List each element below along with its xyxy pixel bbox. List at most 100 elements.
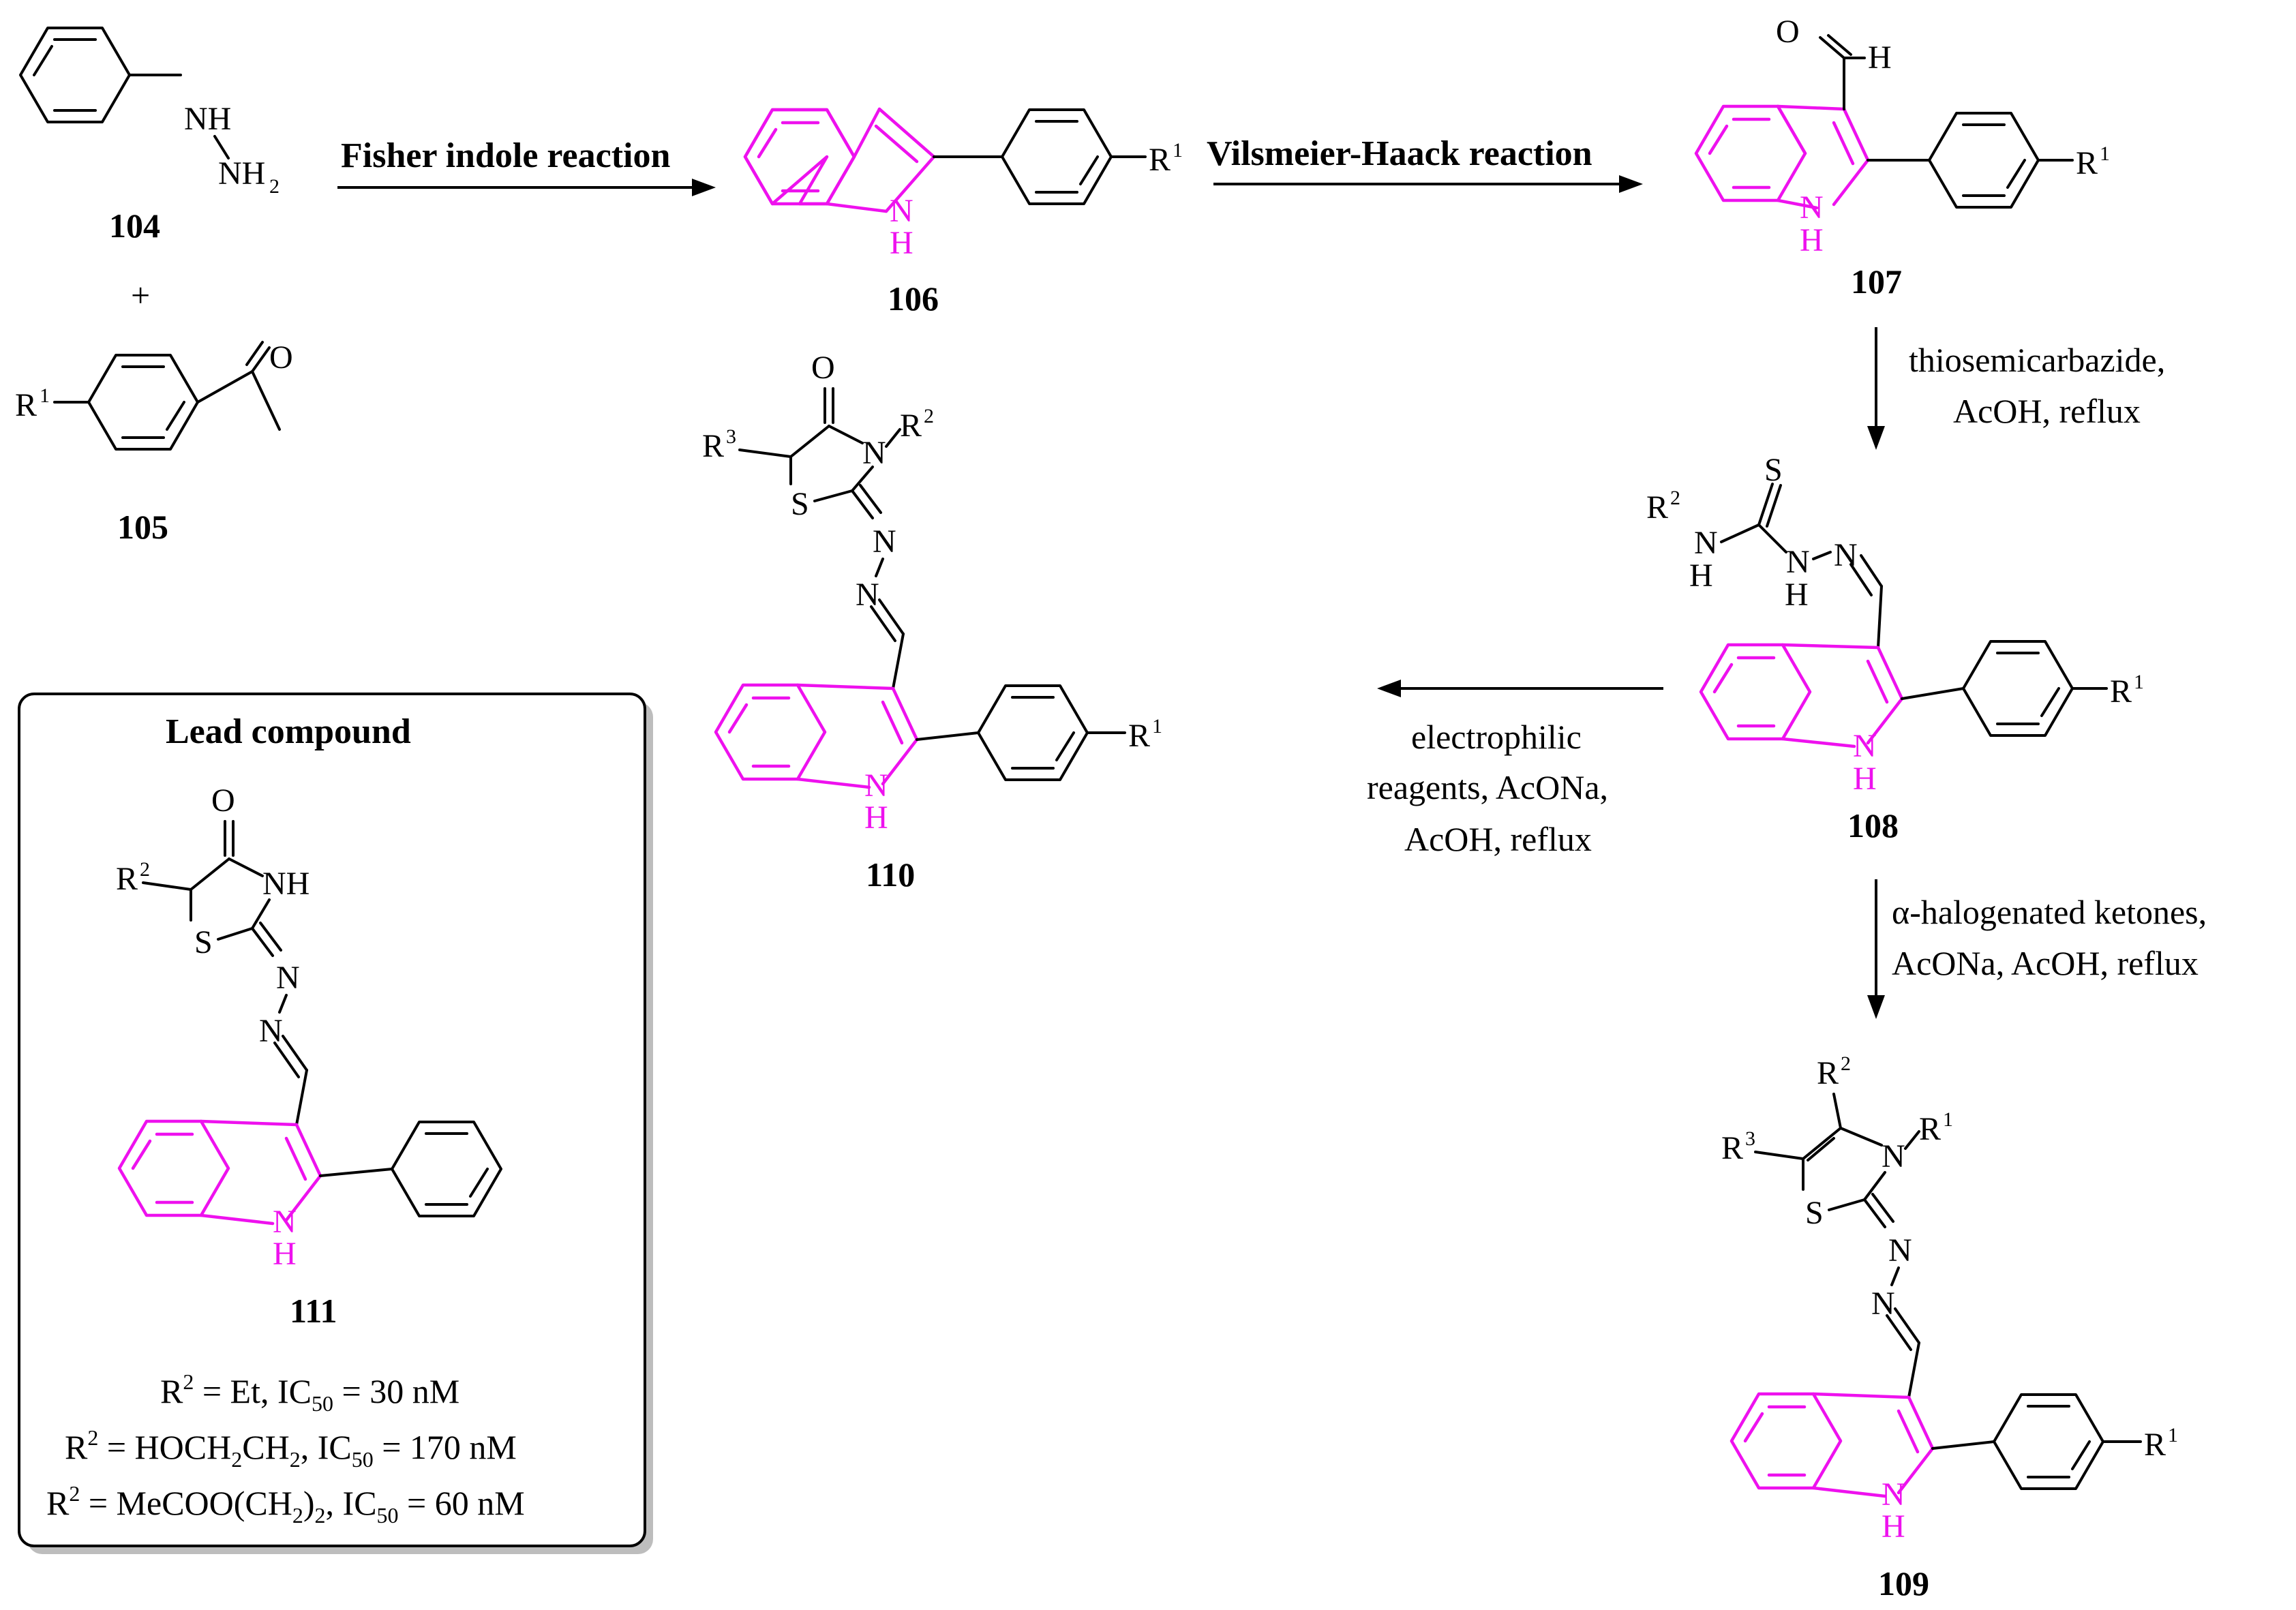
nh-indole-n-108: N [1853, 728, 1877, 764]
r2-label-111: R [116, 861, 138, 897]
n-label-108a: N [1694, 525, 1718, 561]
compound-109: R 2 N R 1 R 3 S N N N H [1721, 1052, 2178, 1603]
nh-indole-n: N [890, 193, 913, 229]
compound-label-106: 106 [888, 279, 939, 318]
compound-label-110: 110 [866, 855, 915, 894]
vilsmeier-label: Vilsmeier-Haack reaction [1207, 134, 1592, 173]
alpha-line2: AcONa, AcOH, reflux [1892, 944, 2199, 982]
n-label-109c: N [1871, 1286, 1895, 1322]
r1-sup-109a: 1 [1943, 1108, 1953, 1131]
nh-indole-h-109: H [1882, 1508, 1905, 1545]
r1-sup-106: 1 [1173, 139, 1183, 162]
s-label-110: S [791, 486, 809, 522]
n-label-109: N [1882, 1138, 1905, 1174]
nh-indole-h-108: H [1853, 761, 1877, 797]
r2-sup-109: 2 [1841, 1052, 1851, 1075]
electro-line3: AcOH, reflux [1404, 820, 1592, 858]
s-label-108: S [1764, 452, 1783, 488]
r1-label-107: R [2076, 145, 2098, 181]
compound-label-111: 111 [290, 1292, 337, 1330]
arrow-electrophilic: electrophilic reagents, AcONa, AcOH, ref… [1367, 680, 1663, 858]
r1-superscript: 1 [40, 384, 50, 407]
r2-label-109: R [1817, 1055, 1839, 1091]
r3-label-109: R [1721, 1130, 1743, 1166]
r3-sup-109: 3 [1745, 1127, 1755, 1150]
compound-label-107: 107 [1851, 262, 1902, 301]
r2-label-108: R [1646, 489, 1668, 526]
r1-sup-107: 1 [2100, 142, 2110, 165]
n-label-111b: N [276, 960, 300, 996]
compound-108: R 2 N H S N H N N H R 1 108 [1646, 452, 2144, 845]
thio-line2: AcOH, reflux [1953, 392, 2141, 430]
nh-indole-h: H [890, 225, 913, 261]
r2-sup-110: 2 [924, 405, 934, 427]
n-label-110b: N [873, 523, 896, 560]
compound-105: O R 1 105 [15, 339, 293, 546]
r1-sup-108: 1 [2134, 671, 2144, 693]
nh-indole-n-110: N [864, 768, 888, 804]
compound-label-105: 105 [117, 508, 168, 546]
nh-indole-n-111: N [273, 1204, 297, 1240]
compound-111: O NH R 2 S N N N H 111 [116, 783, 502, 1330]
arrow-alpha-halogenated: α-halogenated ketones, AcONa, AcOH, refl… [1867, 879, 2207, 1019]
h-label-108b: H [1785, 577, 1809, 613]
electro-line2: reagents, AcONa, [1367, 768, 1608, 806]
lead-box-title: Lead compound [166, 712, 411, 751]
o-label-110: O [811, 350, 835, 386]
oxygen-label: O [269, 339, 293, 376]
r1-sup-109b: 1 [2168, 1424, 2178, 1446]
r1-label-109b: R [2144, 1427, 2166, 1463]
r1-label: R [15, 387, 37, 423]
n-label-110c: N [856, 577, 879, 613]
thio-line1: thiosemicarbazide, [1909, 341, 2165, 379]
n-label-109b: N [1888, 1232, 1912, 1269]
oxygen-label-107: O [1776, 14, 1800, 50]
r1-label-110: R [1128, 718, 1150, 754]
compound-110: O N R 2 R 3 S N N N H [702, 350, 1162, 894]
s-label-111: S [194, 924, 213, 960]
h-label-108a: H [1689, 558, 1713, 594]
nh-indole-h-110: H [864, 800, 888, 836]
alpha-line1: α-halogenated ketones, [1892, 893, 2207, 931]
nh-label: NH [184, 101, 231, 137]
plus-sign: + [131, 276, 150, 314]
h-label-107: H [1868, 40, 1892, 76]
nh-indole-n-109: N [1882, 1476, 1905, 1513]
s-label-109: S [1805, 1195, 1824, 1231]
r3-label-110: R [702, 428, 724, 464]
compound-label-108: 108 [1847, 806, 1899, 845]
ic50-row-3: R2 = MeCOO(CH2)2, IC50 = 60 nM [46, 1481, 525, 1528]
fisher-label: Fisher indole reaction [341, 136, 670, 175]
compound-106: N H R 1 106 [743, 107, 1183, 318]
nh2-subscript: 2 [269, 175, 280, 198]
r2-label-110: R [900, 408, 922, 444]
compound-label-104: 104 [109, 207, 160, 245]
compound-107: N H O H R 1 107 [1694, 14, 2110, 301]
ic50-rows: R2 = Et, IC50 = 30 nM R2 = HOCH2CH2, IC5… [46, 1369, 525, 1528]
r3-sup-110: 3 [726, 425, 736, 448]
r2-sup-111: 2 [140, 858, 150, 881]
nh-indole-h-111: H [273, 1236, 297, 1272]
ic50-row-1: R2 = Et, IC50 = 30 nM [160, 1369, 459, 1416]
nh-indole-h-107: H [1800, 222, 1824, 258]
ic50-row-2: R2 = HOCH2CH2, IC50 = 170 nM [65, 1425, 517, 1472]
electro-line1: electrophilic [1411, 718, 1582, 756]
lead-compound-box: Lead compound [18, 693, 653, 1554]
arrow-vilsmeier: Vilsmeier-Haack reaction [1207, 134, 1643, 193]
compound-label-109: 109 [1878, 1564, 1929, 1603]
nh-indole-n-107: N [1800, 189, 1824, 226]
arrow-fisher: Fisher indole reaction [337, 136, 716, 196]
r1-label-108: R [2110, 673, 2132, 710]
r1-label-106: R [1149, 142, 1170, 178]
r1-label-109a: R [1919, 1111, 1941, 1147]
n-label-110: N [862, 435, 886, 471]
r1-sup-110: 1 [1152, 715, 1162, 738]
n-label-108b: N [1786, 544, 1810, 580]
r2-sup-108: 2 [1670, 487, 1680, 509]
nh2-label: NH [218, 155, 265, 192]
arrow-thiosemicarbazide: thiosemicarbazide, AcOH, reflux [1867, 327, 2165, 450]
compound-104: NH NH 2 104 + [19, 27, 280, 314]
nh-label-111: NH [262, 866, 309, 902]
n-label-111c: N [259, 1013, 283, 1049]
